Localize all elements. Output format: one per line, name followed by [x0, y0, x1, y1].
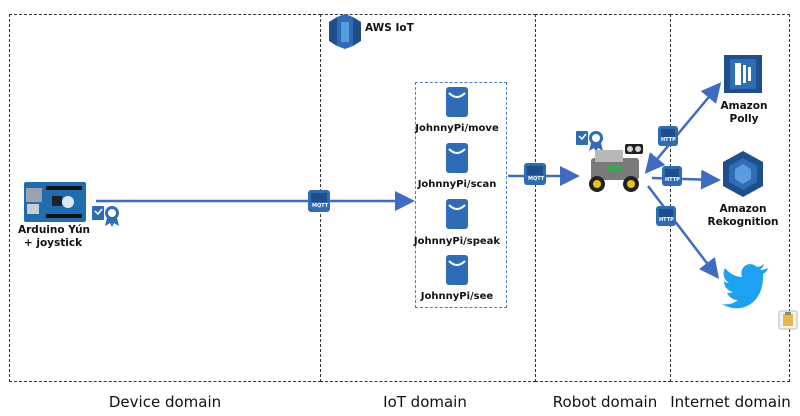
topic-group-box — [415, 82, 507, 308]
device-label-line2: + joystick — [23, 237, 83, 249]
topic-speak-icon — [446, 199, 468, 229]
device-label-line1: Arduino Yún — [18, 224, 91, 236]
http-badge-rekognition-icon — [662, 166, 682, 186]
topic-move-icon — [446, 87, 468, 117]
topic-see-label: JohnnyPi/see — [420, 291, 494, 302]
arrow-robot-to-twitter — [647, 185, 720, 279]
internet-domain-label: Internet domain — [670, 393, 791, 411]
arrow-robot-to-polly — [644, 82, 722, 174]
clipboard-icon — [778, 310, 798, 330]
arduino-board-icon — [24, 182, 86, 222]
robot-domain-label: Robot domain — [552, 393, 658, 411]
mqtt-badge-robot-icon — [524, 163, 546, 185]
internet-domain-zone — [670, 14, 790, 382]
topic-see-icon — [446, 255, 468, 285]
aws-iot-icon — [329, 14, 361, 49]
rekognition-label-line1: Amazon — [719, 203, 767, 215]
http-badge-polly-text: HTTP — [661, 137, 676, 143]
iot-domain-label: IoT domain — [383, 393, 467, 411]
mqtt-badge-text: MQTT — [312, 203, 329, 209]
robot-car-icon — [589, 144, 643, 192]
mqtt-badge-icon — [308, 190, 330, 212]
http-badge-rekognition-text: HTTP — [665, 177, 680, 183]
aws-iot-label: AWS IoT — [365, 22, 414, 34]
arrow-robot-to-rekognition — [651, 169, 721, 190]
twitter-bird-icon — [722, 264, 768, 309]
topic-speak-label: JohnnyPi/speak — [413, 236, 501, 247]
topic-scan-icon — [446, 143, 468, 173]
polly-label-line2: Polly — [729, 113, 759, 125]
amazon-polly-icon — [724, 55, 762, 93]
http-badge-twitter-icon — [656, 206, 676, 226]
topic-scan-label: JohnnyPi/scan — [417, 179, 497, 190]
robot-certificate-icon — [576, 131, 603, 152]
http-badge-twitter-text: HTTP — [659, 217, 674, 223]
topic-move-label: JohnnyPi/move — [415, 123, 499, 134]
rekognition-label-line2: Rekognition — [707, 216, 779, 228]
http-badge-polly-icon — [658, 126, 678, 146]
device-domain-label: Device domain — [108, 393, 222, 411]
certificate-icon — [92, 206, 119, 227]
polly-label-line1: Amazon — [720, 100, 768, 112]
amazon-rekognition-icon — [723, 151, 763, 197]
mqtt-badge-robot-text: MQTT — [528, 176, 545, 182]
